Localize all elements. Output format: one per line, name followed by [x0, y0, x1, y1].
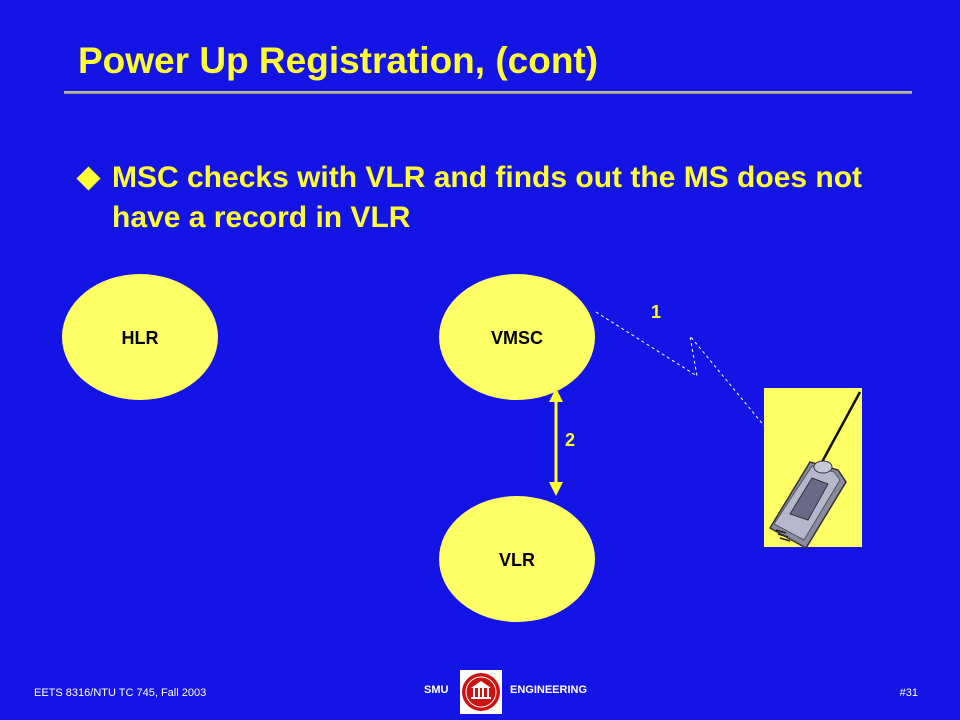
vmsc-node: VMSC: [439, 274, 595, 400]
bullet-point: MSC checks with VLR and finds out the MS…: [76, 158, 920, 238]
title-divider: [64, 91, 912, 94]
footer-page-number: #31: [899, 687, 918, 699]
step-1-label: 1: [651, 302, 661, 322]
hlr-ellipse: [62, 274, 218, 400]
footer-smu: SMU: [424, 684, 449, 696]
vlr-label: VLR: [499, 550, 535, 570]
mobile-phone-icon: [764, 388, 862, 550]
step-2-label: 2: [565, 430, 575, 450]
hlr-node: HLR: [62, 274, 218, 400]
footer-course: EETS 8316/NTU TC 745, Fall 2003: [34, 687, 207, 699]
hlr-label: HLR: [122, 328, 159, 348]
bullet-text: MSC checks with VLR and finds out the MS…: [112, 161, 863, 234]
vmsc-ellipse: [439, 274, 595, 400]
vmsc-vlr-arrow: [549, 388, 563, 496]
vmsc-label: VMSC: [491, 328, 543, 348]
slide-title: Power Up Registration, (cont): [78, 40, 599, 81]
vlr-node: VLR: [439, 496, 595, 622]
vlr-ellipse: [439, 496, 595, 622]
smu-logo-icon: [460, 670, 502, 714]
radio-link-line: [595, 311, 767, 429]
footer-engineering: ENGINEERING: [510, 684, 588, 696]
